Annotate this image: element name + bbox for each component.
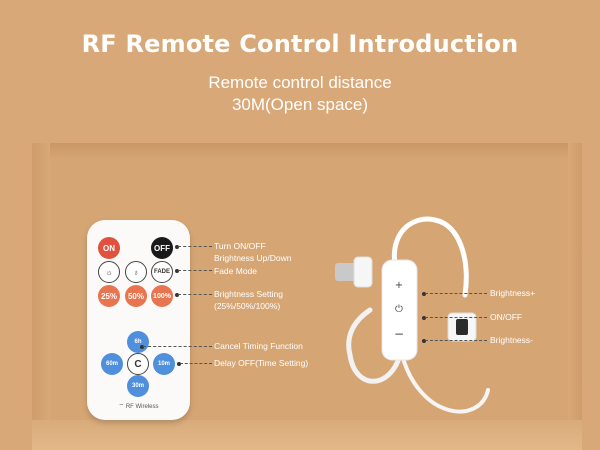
cancel-timer-button[interactable]: C xyxy=(127,353,149,375)
brightness-down-button[interactable]: ♁ xyxy=(125,261,147,283)
page-title: RF Remote Control Introduction xyxy=(81,30,519,58)
subtitle-range: 30M(Open space) xyxy=(231,95,369,114)
minus-icon: − xyxy=(394,327,404,341)
inline-controller: + ⏻ − xyxy=(335,216,490,414)
timer-10m-button[interactable]: 10m xyxy=(153,353,175,375)
brightness-50-button[interactable]: 50% xyxy=(125,285,147,307)
label-brightness-setting: Brightness Setting xyxy=(214,289,283,299)
timer-30m-button[interactable]: 30m xyxy=(127,375,149,397)
upper-cable xyxy=(391,216,469,298)
lower-cable xyxy=(346,307,403,384)
sun-up-icon: ☼ xyxy=(105,267,113,277)
subtitle-distance: Remote control distance xyxy=(208,73,392,92)
timer-6h-button[interactable]: 6h xyxy=(127,331,149,353)
dc-male-plug xyxy=(353,256,373,288)
subtitle: Remote control distance 30M(Open space) xyxy=(0,72,600,116)
fade-button[interactable]: FADE xyxy=(151,261,173,283)
controller-body xyxy=(381,259,418,361)
label-cancel-timing: Cancel Timing Function xyxy=(214,341,303,351)
brightness-up-button[interactable]: ☼ xyxy=(98,261,120,283)
label-turn-onoff: Turn ON/OFF xyxy=(214,241,266,251)
label-delay-off: Delay OFF(Time Setting) xyxy=(214,358,309,368)
timer-60m-button[interactable]: 60m xyxy=(101,353,123,375)
power-icon: ⏻ xyxy=(395,304,403,315)
label-brightness-values: (25%/50%/100%) xyxy=(214,301,281,311)
return-cable xyxy=(400,353,490,414)
bulb-icon: ♁ xyxy=(133,267,139,277)
wifi-icon: ⌔ xyxy=(118,404,125,410)
label-brightness-plus: Brightness+ xyxy=(490,288,536,298)
label-brightness-updown: Brightness Up/Down xyxy=(214,253,292,263)
label-onoff: ON/OFF xyxy=(490,312,523,322)
plus-icon: + xyxy=(395,280,403,291)
rf-remote: ON OFF ☼ ♁ FADE 25% 50% 100% 6h 60m C 10… xyxy=(87,220,190,420)
brightness-100-button[interactable]: 100% xyxy=(151,285,173,307)
rf-wireless-label: ⌔ RF Wireless xyxy=(118,404,159,410)
socket-hole xyxy=(456,319,468,335)
on-button[interactable]: ON xyxy=(98,237,120,259)
label-fade-mode: Fade Mode xyxy=(214,266,257,276)
off-button[interactable]: OFF xyxy=(151,237,173,259)
dc-plug-tip xyxy=(335,263,357,281)
brightness-25-button[interactable]: 25% xyxy=(98,285,120,307)
label-brightness-minus: Brightness- xyxy=(490,335,533,345)
